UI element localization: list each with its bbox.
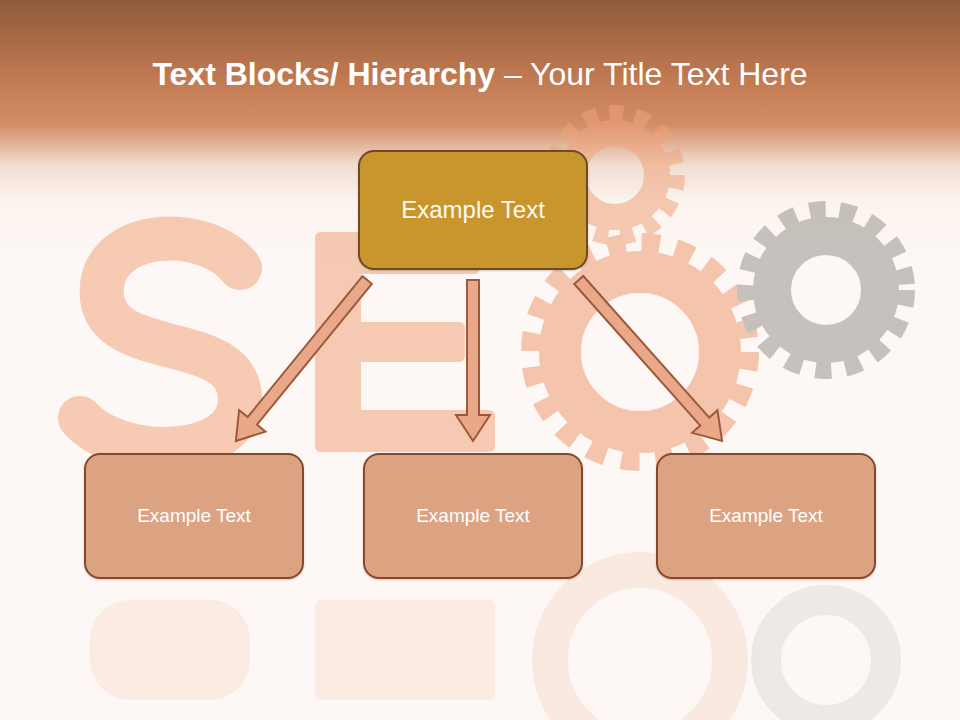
parent-box: Example Text [358, 150, 588, 270]
box-label: Example Text [416, 505, 530, 527]
child-box: Example Text [363, 453, 583, 579]
letter-s-shape [80, 238, 240, 448]
slide-title: Text Blocks/ Hierarchy – Your Title Text… [10, 56, 950, 93]
hierarchy-arrow [456, 280, 490, 441]
grey-gear [746, 210, 906, 370]
box-label: Example Text [401, 196, 545, 224]
large-gear [532, 244, 748, 460]
hierarchy-arrow [574, 276, 722, 441]
box-label: Example Text [137, 505, 251, 527]
title-lead: Text Blocks/ Hierarchy [152, 56, 504, 92]
hierarchy-arrow [236, 276, 372, 441]
child-box: Example Text [656, 453, 876, 579]
title-rest: – Your Title Text Here [504, 56, 808, 92]
child-box: Example Text [84, 453, 304, 579]
box-label: Example Text [709, 505, 823, 527]
reflection [90, 570, 886, 720]
